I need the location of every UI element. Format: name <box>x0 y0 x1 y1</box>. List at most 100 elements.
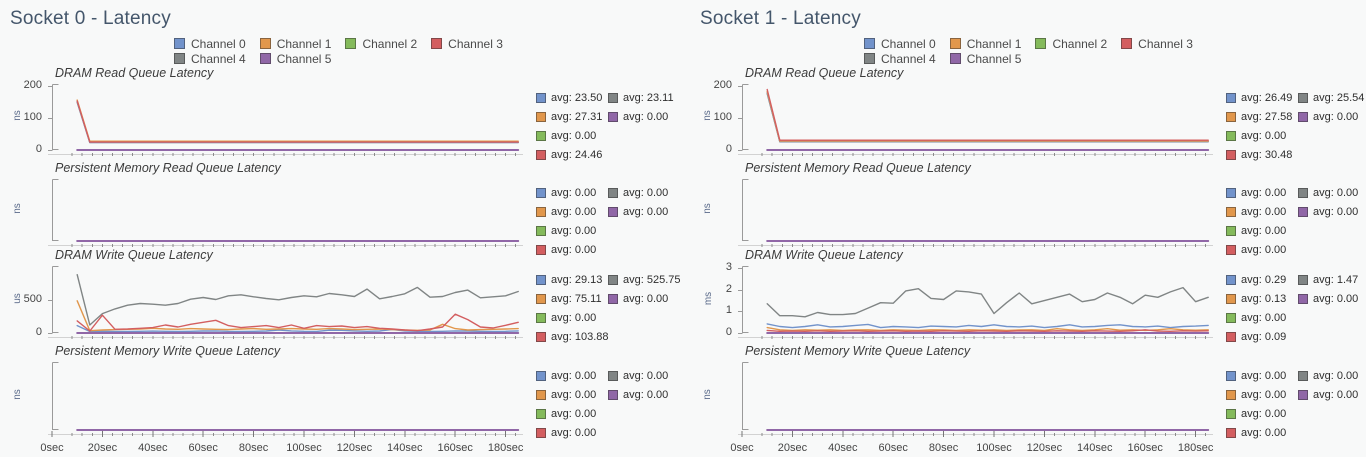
line-chart-plot[interactable] <box>48 362 523 442</box>
avg-color-swatch-icon <box>536 389 546 400</box>
avg-color-swatch-icon <box>1226 389 1236 400</box>
legend-item-channel-5[interactable]: Channel 5 <box>949 52 1021 66</box>
legend-item-channel-4[interactable]: Channel 4 <box>174 52 246 66</box>
line-chart-plot[interactable] <box>738 179 1213 253</box>
x-tick-label: 120sec <box>1026 442 1063 454</box>
avg-value-text: avg: 0.00 <box>1313 369 1359 382</box>
avg-badge-channel-5: avg: 0.00 <box>608 289 681 308</box>
x-tick-label: 0sec <box>40 442 64 454</box>
avg-badge-channel-5: avg: 0.00 <box>608 202 668 221</box>
legend-item-channel-0[interactable]: Channel 0 <box>174 37 246 51</box>
avg-value-text: avg: 0.00 <box>1313 292 1359 305</box>
legend-item-label: Channel 4 <box>881 51 936 66</box>
avg-color-swatch-icon <box>536 187 546 198</box>
y-tick-label: 0 <box>35 143 42 155</box>
avg-value-text: avg: 0.00 <box>1241 311 1287 324</box>
avg-value-text: avg: 0.00 <box>1241 426 1287 439</box>
avg-color-swatch-icon <box>1226 111 1236 122</box>
x-tick-label: 140sec <box>1077 442 1113 454</box>
legend-color-swatch-icon <box>174 53 185 64</box>
avg-badge-channel-0: avg: 0.29 <box>1226 270 1286 289</box>
avg-badge-channel-2: avg: 0.00 <box>536 221 596 240</box>
avg-value-text: avg: 23.11 <box>623 91 674 104</box>
legend-item-label: Channel 2 <box>1052 36 1108 51</box>
avg-value-text: avg: 0.00 <box>623 205 669 218</box>
avg-value-text: avg: 29.13 <box>551 273 603 286</box>
legend-item-channel-1[interactable]: Channel 1 <box>949 37 1021 51</box>
avg-value-text: avg: 0.00 <box>1313 388 1359 401</box>
chart-line-channel-3 <box>766 88 1209 141</box>
x-tick-label: 160sec <box>437 442 473 454</box>
legend-item-label: Channel 0 <box>881 36 936 51</box>
y-tick-label: 200 <box>23 78 42 91</box>
x-tick-label: 60sec <box>188 442 218 454</box>
avg-value-text: avg: 0.00 <box>1313 205 1359 218</box>
avg-badge-channel-1: avg: 75.11 <box>536 289 609 308</box>
line-chart-plot[interactable] <box>738 266 1213 345</box>
avg-color-swatch-icon <box>1226 92 1236 103</box>
y-tick-label: 500 <box>23 292 42 305</box>
chart-line-channel-3 <box>76 313 519 332</box>
avg-badge-channel-0: avg: 23.50 <box>536 88 602 107</box>
legend-item-channel-2[interactable]: Channel 2 <box>345 37 417 51</box>
avg-value-text: avg: 0.00 <box>1313 186 1359 199</box>
avg-badge-channel-0: avg: 0.00 <box>1226 183 1286 202</box>
line-chart-plot[interactable] <box>48 84 523 162</box>
avg-color-swatch-icon <box>608 274 618 285</box>
line-chart-plot[interactable] <box>738 362 1213 442</box>
avg-column: avg: 0.00 avg: 0.00 <box>1298 183 1358 221</box>
avg-value-text: avg: 103.88 <box>551 330 609 343</box>
line-chart-plot[interactable] <box>738 84 1213 162</box>
avg-badge-channel-5: avg: 0.00 <box>1298 202 1358 221</box>
line-chart-plot[interactable] <box>48 179 523 253</box>
avg-value-text: avg: 0.00 <box>551 426 597 439</box>
line-chart-plot[interactable] <box>48 266 523 345</box>
chart-title: DRAM Write Queue Latency <box>55 248 213 262</box>
legend-item-channel-1[interactable]: Channel 1 <box>259 37 331 51</box>
avg-value-text: avg: 0.00 <box>551 186 597 199</box>
avg-value-text: avg: 25.54 <box>1313 91 1365 104</box>
legend-color-swatch-icon <box>431 38 443 49</box>
avg-badge-channel-2: avg: 0.00 <box>1226 308 1286 327</box>
legend-item-channel-3[interactable]: Channel 3 <box>431 37 503 51</box>
legend-item-channel-0[interactable]: Channel 0 <box>864 37 936 51</box>
avg-color-swatch-icon <box>608 92 618 103</box>
avg-badge-channel-5: avg: 0.00 <box>1298 107 1364 126</box>
avg-badge-channel-3: avg: 103.88 <box>536 327 609 346</box>
avg-value-text: avg: 0.00 <box>1241 129 1287 142</box>
legend-row: Channel 4 Channel 5 <box>174 51 517 66</box>
avg-badge-channel-2: avg: 0.00 <box>1226 126 1292 145</box>
legend-item-channel-3[interactable]: Channel 3 <box>1121 37 1193 51</box>
avg-value-text: avg: 23.50 <box>551 91 603 104</box>
avg-color-swatch-icon <box>536 225 546 236</box>
legend-color-swatch-icon <box>949 38 961 49</box>
chart-title: Persistent Memory Write Queue Latency <box>745 344 971 358</box>
avg-color-swatch-icon <box>1226 312 1236 323</box>
avg-value-text: avg: 0.00 <box>1241 388 1287 401</box>
avg-value-text: avg: 0.00 <box>1241 205 1287 218</box>
avg-color-swatch-icon <box>1226 130 1236 141</box>
chart-line-channel-1 <box>76 99 519 142</box>
legend-item-channel-2[interactable]: Channel 2 <box>1035 37 1107 51</box>
avg-color-swatch-icon <box>536 206 546 217</box>
chart-line-channel-1 <box>766 90 1209 142</box>
panel-title-socket-1: Socket 1 - Latency <box>700 8 861 29</box>
legend-item-channel-4[interactable]: Channel 4 <box>864 52 936 66</box>
avg-color-swatch-icon <box>536 293 546 304</box>
avg-color-swatch-icon <box>1226 408 1236 419</box>
avg-badge-channel-4: avg: 1.47 <box>1298 270 1358 289</box>
legend-item-channel-5[interactable]: Channel 5 <box>259 52 331 66</box>
x-tick-label: 100sec <box>286 442 322 454</box>
avg-value-text: avg: 0.29 <box>1241 273 1287 286</box>
legend-item-label: Channel 0 <box>191 36 246 51</box>
avg-color-swatch-icon <box>1298 370 1308 381</box>
y-axis-unit-label: ns <box>11 389 23 400</box>
